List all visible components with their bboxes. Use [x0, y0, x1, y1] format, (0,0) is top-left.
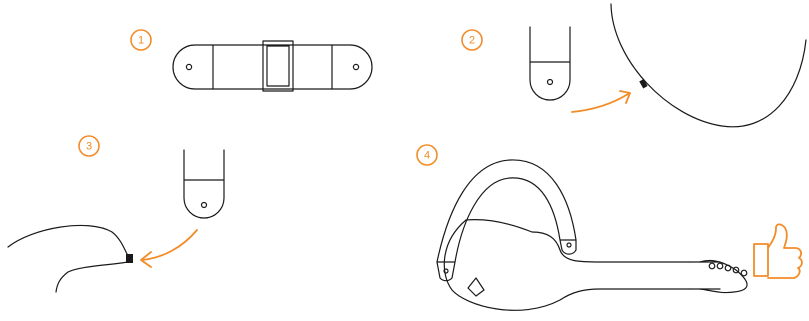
step-1-number: 1	[138, 35, 144, 47]
step-2-badge: 2	[461, 29, 483, 51]
step-2-arrowhead	[619, 90, 631, 104]
step-4-badge: 4	[416, 144, 438, 166]
step-4-number: 4	[424, 150, 430, 162]
step-2-number: 2	[469, 35, 475, 47]
step-3: 3	[7, 135, 225, 293]
thumbs-up-icon	[753, 223, 803, 279]
step-3-arrowhead	[140, 251, 152, 268]
step-3-number: 3	[86, 141, 92, 153]
step-1-badge: 1	[130, 29, 152, 51]
strap-end-to-guitar-body-icon	[529, 3, 807, 128]
step-2: 2	[461, 3, 807, 128]
step-1: 1	[130, 29, 373, 92]
step-4: 4	[416, 144, 803, 311]
step-2-arrow	[571, 93, 629, 113]
strap-end-to-strap-button-icon	[7, 149, 225, 293]
step-3-arrow	[141, 229, 198, 261]
guitar-with-strap-icon	[436, 159, 748, 311]
strap-flat-icon	[172, 40, 373, 92]
step-3-badge: 3	[78, 135, 100, 157]
